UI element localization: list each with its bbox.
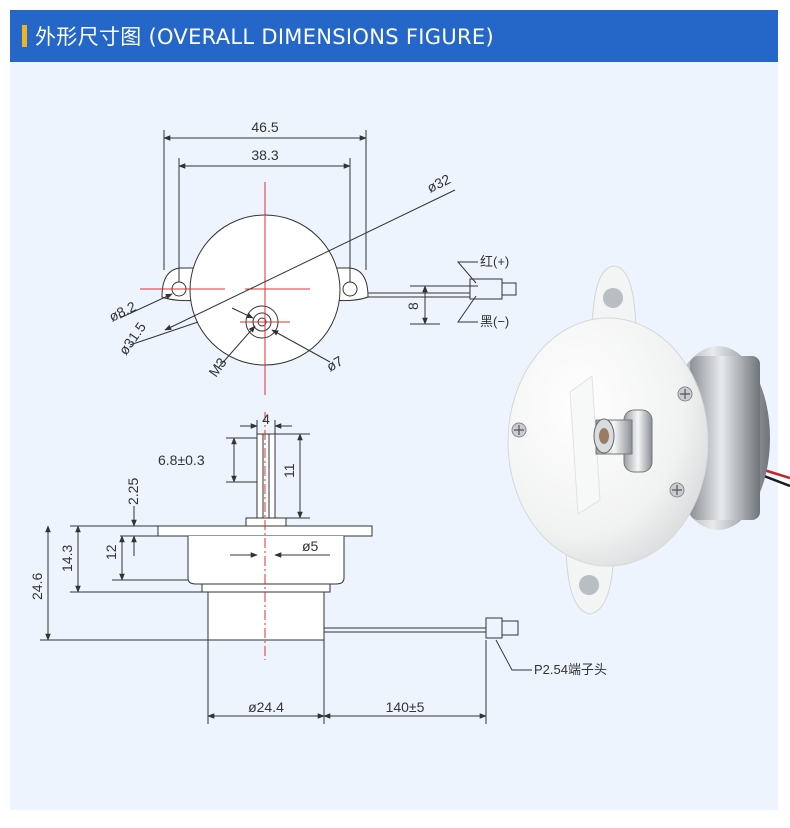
side-view xyxy=(157,433,519,641)
dim-mount-spacing: 38.3 xyxy=(251,147,278,163)
dim-shaft-diameter: ø5 xyxy=(302,538,319,554)
dim-flange-thickness: 2.25 xyxy=(125,478,141,505)
dim-overall-width: 46.5 xyxy=(251,119,278,135)
accent-bar xyxy=(22,25,27,47)
connector-label: P2.54端子头 xyxy=(534,662,607,677)
page-title: 外形尺寸图 (OVERALL DIMENSIONS FIGURE) xyxy=(35,25,494,49)
top-view xyxy=(161,214,517,366)
dim-shaft-width: 4 xyxy=(262,411,270,427)
dim-body-diameter: ø32 xyxy=(424,171,453,196)
wire-red-label: 红(+) xyxy=(480,254,509,269)
dim-flat: 6.8±0.3 xyxy=(158,452,205,468)
dim-shaft-length: 11 xyxy=(281,463,297,478)
dim-cable-length: 140±5 xyxy=(386,699,425,715)
dim-total-height: 24.6 xyxy=(29,573,45,600)
dim-body-flange: 14.3 xyxy=(59,545,75,572)
wire-black-label: 黑(−) xyxy=(480,314,509,329)
product-photo xyxy=(507,265,790,615)
dim-bolt-circle: ø31.5 xyxy=(115,319,149,358)
dim-shaft-boss: ø7 xyxy=(324,352,346,374)
top-dimensions xyxy=(119,130,478,369)
dim-motor-diameter: ø24.4 xyxy=(248,699,284,715)
dim-gearbox-height: 12 xyxy=(103,544,119,560)
top-centerlines xyxy=(140,182,310,395)
dim-wire-offset: 8 xyxy=(405,302,421,310)
side-dimensions xyxy=(40,420,532,724)
page-header: 外形尺寸图 (OVERALL DIMENSIONS FIGURE) xyxy=(10,10,778,62)
side-labels: 4 6.8±0.3 11 2.25 12 14.3 24.6 ø5 ø24.4 … xyxy=(29,411,607,715)
